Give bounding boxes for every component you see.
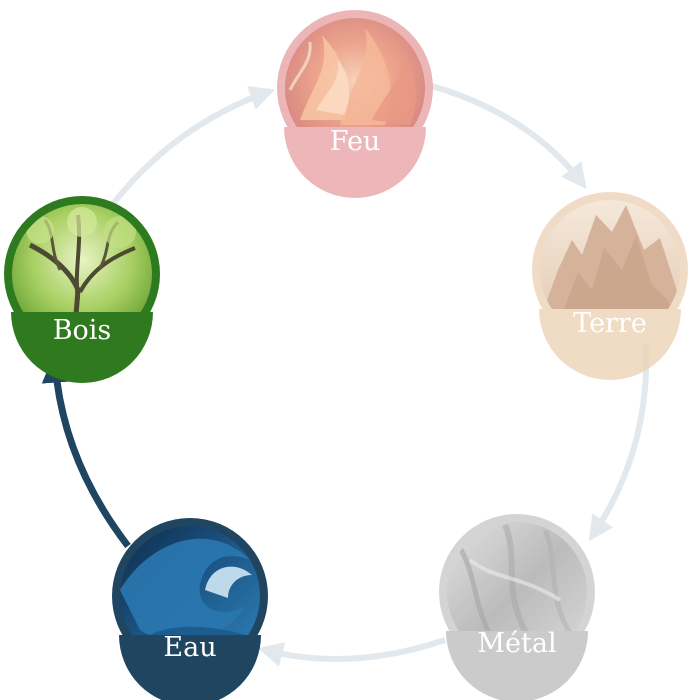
wood-banner [11, 312, 153, 383]
fire-label: Feu [330, 126, 381, 157]
earth-label: Terre [573, 308, 647, 339]
water-banner [119, 635, 261, 700]
fire-banner [284, 127, 426, 198]
arrow-fire-to-earth [431, 83, 587, 190]
wood-label: Bois [53, 315, 112, 346]
arrow-water-to-wood [41, 353, 131, 549]
earth-banner [539, 309, 681, 380]
node-wood[interactable]: Bois [4, 196, 160, 383]
node-water[interactable]: Eau [112, 518, 268, 700]
cycle-arrows [41, 83, 650, 667]
node-earth[interactable]: Terre [532, 192, 688, 380]
metal-banner [446, 631, 588, 700]
metal-label: Métal [477, 628, 556, 659]
node-metal[interactable]: Métal [439, 514, 595, 700]
water-label: Eau [163, 632, 216, 663]
arrow-wood-to-fire [109, 86, 276, 207]
node-fire[interactable]: Feu [277, 10, 433, 198]
arrow-earth-to-metal [588, 344, 650, 542]
arrow-metal-to-water [257, 637, 446, 667]
